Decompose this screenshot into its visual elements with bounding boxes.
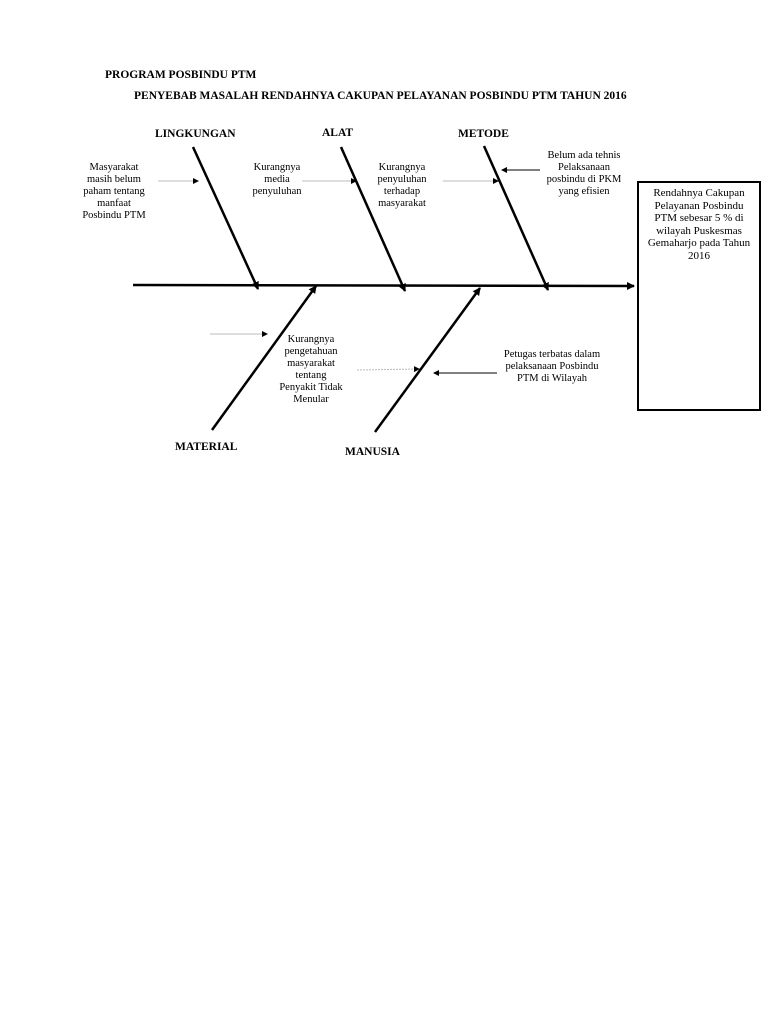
cause-material: Kurangnya pengetahuan masyarakat tentang…	[279, 334, 343, 405]
cause-metode-2: Belum ada tehnis Pelaksanaan posbindu di…	[546, 150, 622, 197]
cause-lingkungan: Masyarakat masih belum paham tentang man…	[82, 162, 146, 221]
category-metode: METODE	[458, 128, 509, 140]
cause-metode-1: Kurangnya penyuluhan terhadap masyarakat	[377, 162, 427, 209]
bone-manusia	[373, 287, 482, 433]
main-spine	[132, 281, 635, 290]
cause-manusia: Petugas terbatas dalam pelaksanaan Posbi…	[503, 349, 601, 384]
cause-arrow-material-2	[356, 366, 420, 373]
effect-box: Rendahnya Cakupan Pelayanan Posbindu PTM…	[637, 181, 761, 411]
bone-metode	[482, 145, 550, 291]
bone-lingkungan	[191, 146, 260, 290]
diagram-heading: PENYEBAB MASALAH RENDAHNYA CAKUPAN PELAY…	[134, 90, 627, 102]
category-manusia: MANUSIA	[345, 446, 400, 458]
category-material: MATERIAL	[175, 441, 238, 453]
bone-material	[210, 285, 318, 431]
cause-alat: Kurangnya media penyuluhan	[252, 162, 302, 197]
category-alat: ALAT	[322, 127, 354, 139]
program-title: PROGRAM POSBINDU PTM	[105, 69, 257, 81]
bone-alat	[339, 146, 407, 292]
category-lingkungan: LINGKUNGAN	[155, 128, 236, 140]
